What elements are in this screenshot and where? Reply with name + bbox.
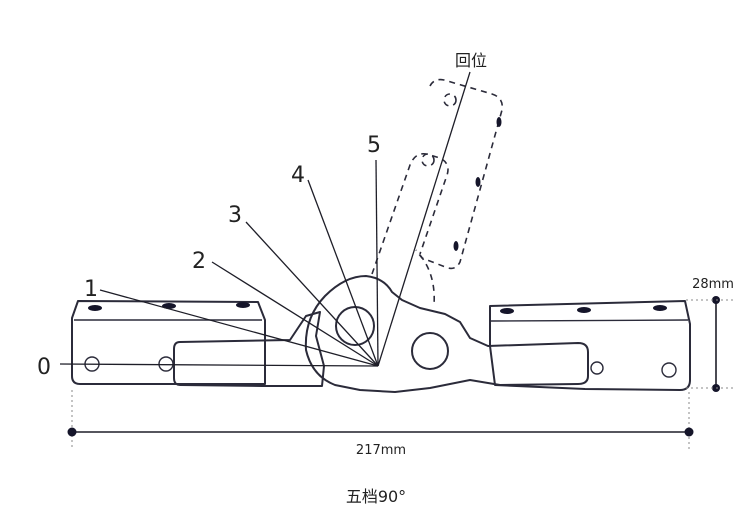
label-position-0: 0 xyxy=(37,355,51,380)
ray-position-1 xyxy=(99,289,379,367)
hinge-pivot xyxy=(411,332,449,370)
ray-position-2 xyxy=(211,261,379,367)
length-dimension-end xyxy=(684,427,694,437)
right-plate-round-hole xyxy=(661,362,677,378)
length-dimension-label: 217mm xyxy=(356,443,406,458)
dashed-arm-position-5 xyxy=(371,152,449,275)
dashed-arm-hole xyxy=(421,153,435,167)
left-plate-hole xyxy=(236,302,250,308)
return-arm-hole xyxy=(453,241,459,251)
label-position-5: 5 xyxy=(367,133,381,158)
dashed-arm-hole xyxy=(443,93,457,107)
ray-position-0 xyxy=(59,363,379,367)
ray-return xyxy=(377,71,471,367)
return-arm-hole xyxy=(475,177,481,187)
label-position-2: 2 xyxy=(192,249,206,274)
height-dimension-label: 28mm xyxy=(692,277,734,292)
ray-position-4 xyxy=(307,179,379,367)
label-position-1: 1 xyxy=(84,277,98,302)
label-position-3: 3 xyxy=(228,203,242,228)
left-plate-hole xyxy=(88,305,102,311)
hinge-body xyxy=(304,275,589,393)
ray-position-3 xyxy=(245,221,379,367)
return-arm-hole xyxy=(496,117,502,127)
right-plate-hole xyxy=(653,305,667,311)
caption: 五档90° xyxy=(346,487,406,506)
right-plate-hole xyxy=(577,307,591,313)
left-arm xyxy=(173,311,325,387)
left-plate xyxy=(71,300,266,385)
right-plate-hole xyxy=(500,308,514,314)
right-plate-edge xyxy=(490,319,689,322)
hinge-pivot xyxy=(335,306,375,346)
label-position-4: 4 xyxy=(291,163,305,188)
dashed-arm-return xyxy=(415,78,504,270)
length-dimension-end xyxy=(67,427,77,437)
right-plate-round-hole xyxy=(590,361,604,375)
label-return: 回位 xyxy=(455,51,487,70)
ray-position-5 xyxy=(375,159,379,367)
